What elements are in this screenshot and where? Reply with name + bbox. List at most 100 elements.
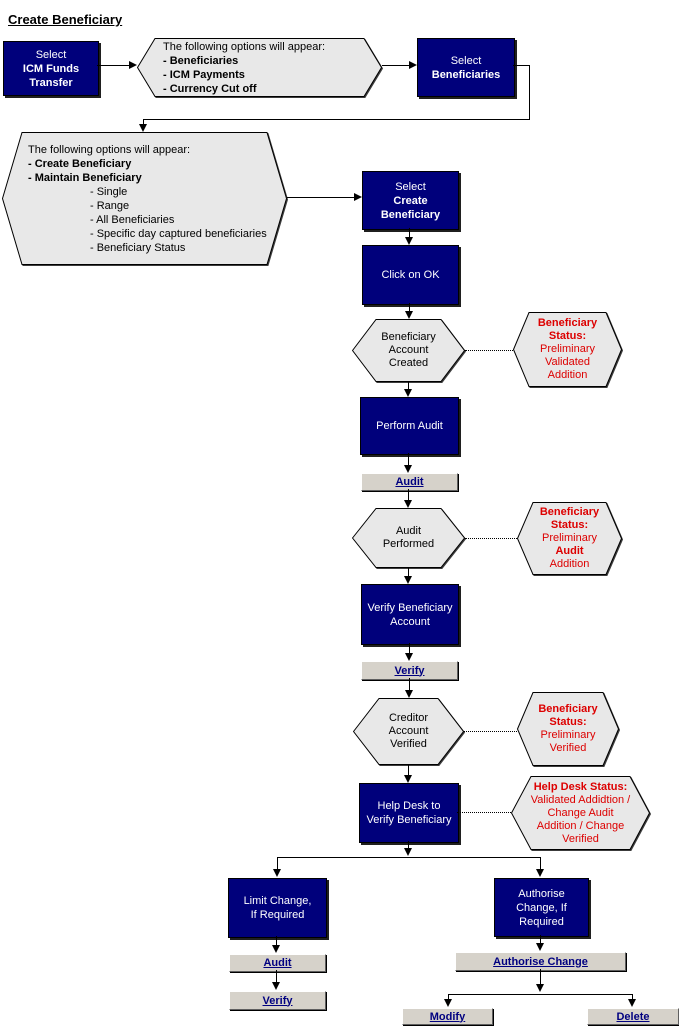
status-header: Status:: [550, 519, 589, 531]
status-line: Audit: [555, 545, 584, 557]
callout-item: - Currency Cut off: [163, 82, 257, 95]
arrowhead-down: [405, 311, 413, 319]
connector-line: [448, 994, 449, 1000]
connector-line: [382, 65, 409, 66]
audit-button-1[interactable]: Audit: [361, 473, 458, 491]
verify-button-1[interactable]: Verify: [361, 661, 458, 680]
callout-intro: The following options will appear:: [28, 143, 191, 156]
arrowhead-down: [139, 124, 147, 132]
audit-button-2[interactable]: Audit: [229, 954, 326, 972]
box-label: Change, If: [516, 901, 567, 914]
box-label: Limit Change,: [243, 895, 312, 907]
box-label: Select: [450, 54, 482, 67]
arrowhead-down: [404, 500, 412, 508]
arrowhead-down: [404, 576, 412, 584]
hex-label: Account: [388, 344, 429, 356]
status-header: Beneficiary: [537, 317, 598, 329]
callout-item: - Beneficiaries: [163, 54, 239, 67]
hex-beneficiary-status-3: Beneficiary Status: Preliminary Verified: [517, 692, 619, 766]
connector-line: [540, 969, 541, 985]
options-callout-2: The following options will appear: - Cre…: [2, 132, 287, 265]
connector-line: [409, 228, 410, 238]
hex-label: Account: [388, 725, 429, 737]
status-line: Verified: [562, 832, 599, 845]
modify-button[interactable]: Modify: [402, 1008, 493, 1025]
hex-label: Performed: [382, 538, 435, 550]
status-header: Help Desk Status:: [533, 780, 628, 793]
hex-label: Creditor: [388, 712, 429, 724]
box-help-desk-verify: Help Desk to Verify Beneficiary: [359, 783, 459, 843]
status-line: Preliminary: [541, 532, 597, 544]
box-label: Account: [390, 615, 430, 628]
dotted-connector: [465, 538, 517, 539]
delete-button[interactable]: Delete: [587, 1008, 679, 1025]
connector-line: [529, 65, 530, 120]
hex-audit-performed: Audit Performed: [352, 508, 465, 568]
dotted-connector: [465, 350, 513, 351]
box-label: Create: [393, 194, 428, 207]
callout-item: - Create Beneficiary: [28, 157, 132, 170]
arrowhead-down: [536, 984, 544, 992]
arrowhead-down: [404, 465, 412, 473]
connector-line: [513, 65, 530, 66]
status-line: Addition: [549, 558, 590, 570]
verify-button-2[interactable]: Verify: [229, 991, 326, 1010]
connector-line: [409, 303, 410, 311]
box-label: Required: [519, 915, 564, 928]
connector-line: [408, 453, 409, 466]
hex-beneficiary-account-created: Beneficiary Account Created: [352, 319, 465, 382]
box-label: Click on OK: [381, 269, 440, 281]
arrowhead-right: [129, 61, 137, 69]
callout-intro: The following options will appear:: [163, 40, 326, 53]
hex-label: Beneficiary: [381, 331, 436, 343]
box-label: Perform Audit: [376, 420, 443, 432]
arrowhead-down: [536, 869, 544, 877]
callout-item: - Maintain Beneficiary: [28, 171, 142, 184]
hex-help-desk-status: Help Desk Status: Validated Addidtion / …: [511, 776, 650, 850]
box-label: Beneficiaries: [431, 68, 501, 81]
box-authorise-change: Authorise Change, If Required: [494, 878, 589, 937]
arrowhead-down: [404, 775, 412, 783]
callout-subitem: - Specific day captured beneficiaries: [90, 227, 267, 240]
callout-item: - ICM Payments: [163, 68, 245, 81]
status-line: Preliminary: [540, 729, 596, 741]
status-line: Change Audit: [547, 806, 614, 819]
hex-label: Verified: [390, 738, 427, 750]
status-header: Beneficiary: [539, 506, 600, 518]
arrowhead-right: [354, 193, 362, 201]
box-limit-change: Limit Change, If Required: [228, 878, 327, 938]
status-header: Status:: [548, 330, 587, 342]
page-title: Create Beneficiary: [8, 12, 123, 27]
callout-subitem: - Range: [90, 199, 130, 212]
arrowhead-down: [404, 848, 412, 856]
connector-line: [408, 489, 409, 501]
hex-label: Created: [388, 357, 429, 369]
box-click-ok: Click on OK: [362, 245, 459, 305]
hex-beneficiary-status-1: Beneficiary Status: Preliminary Validate…: [513, 312, 622, 387]
box-select-create-beneficiary: Select Create Beneficiary: [362, 171, 459, 230]
connector-line: [143, 119, 530, 120]
status-line: Verified: [549, 742, 587, 754]
authorise-change-button[interactable]: Authorise Change: [455, 952, 626, 971]
box-label: Help Desk to: [377, 800, 441, 812]
callout-subitem: - Single: [90, 185, 128, 198]
box-select-icm-funds: Select ICM Funds Transfer: [3, 41, 99, 96]
connector-line: [277, 857, 278, 870]
status-line: Validated: [544, 356, 591, 368]
connector-line: [276, 936, 277, 946]
connector-line: [408, 568, 409, 577]
arrowhead-down: [405, 690, 413, 698]
connector-line: [97, 65, 130, 66]
options-callout-1: The following options will appear: - Ben…: [137, 38, 382, 97]
box-label: Authorise: [518, 887, 565, 900]
box-label: Beneficiary: [380, 208, 441, 221]
connector-line: [540, 857, 541, 870]
dotted-connector: [457, 812, 511, 813]
callout-subitem: - All Beneficiaries: [90, 213, 175, 226]
arrowhead-down: [444, 999, 452, 1007]
arrowhead-down: [536, 943, 544, 951]
connector-line: [408, 841, 409, 849]
connector-line: [408, 382, 409, 390]
box-verify-beneficiary-account: Verify Beneficiary Account: [361, 584, 459, 645]
